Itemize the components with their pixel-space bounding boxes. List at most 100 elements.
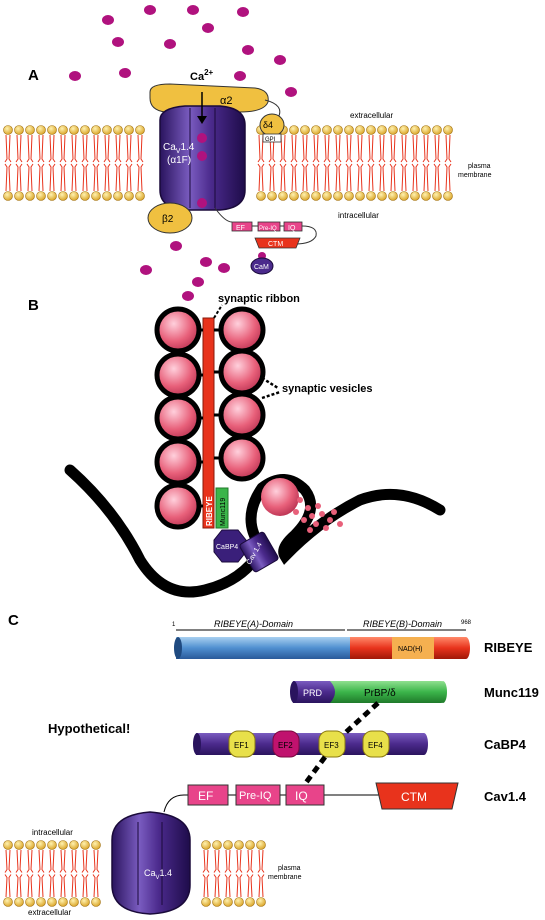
panel-a-label: A [28,67,39,84]
lipid-tail [202,849,206,873]
lipid-tail [129,163,133,192]
lipid-tail [422,134,426,163]
panel-c-label: C [8,612,19,629]
lipid-tail [125,134,129,163]
lipid-tail [15,163,19,192]
plasma-membrane-a [3,125,453,201]
lipid-tail [261,849,265,873]
calcium-dot [218,263,230,273]
lipid-head [58,840,68,850]
lipid-tail [235,874,239,898]
calcium-dot [242,45,254,55]
ctm-label-c: CTM [401,790,427,804]
ef3-label: EF3 [324,741,339,750]
alpha2-subunit [149,83,269,113]
lipid-head [25,840,35,850]
lipid-head [322,125,332,135]
lipid-tail [85,134,89,163]
lipid-tail [30,134,34,163]
lipid-tail [118,134,122,163]
lipid-head [377,125,387,135]
iq-label-c: IQ [295,789,308,803]
lipid-head [47,191,57,201]
fusing-vesicle [261,478,299,516]
lipid-tail [404,163,408,192]
lipid-tail [411,163,415,192]
domain-a-label: RIBEYE(A)-Domain [214,619,293,629]
lipid-head [14,897,24,907]
lipid-tail [30,874,34,898]
lipid-head [212,897,222,907]
lipid-tail [235,849,239,873]
lipid-tail [250,874,254,898]
lipid-tail [140,134,144,163]
calcium-dot [170,241,182,251]
vesicle [218,348,266,396]
vesicle [218,391,266,439]
cam-protein [250,257,274,275]
lipid-head [124,191,134,201]
lipid-tail [74,874,78,898]
ef-label-a: EF [236,225,245,232]
synaptic-vesicles-label: synaptic vesicles [282,383,373,395]
lipid-head [135,125,145,135]
lipid-tail [70,849,74,873]
lipid-head [80,897,90,907]
lipid-tail [8,849,12,873]
lipid-tail [70,134,74,163]
lipid-tail [206,849,210,873]
lipid-head [135,191,145,201]
cabp4-label-c: CaBP4 [484,737,527,752]
nadh-domain [392,637,434,659]
lipid-tail [415,163,419,192]
lipid-head [256,840,266,850]
lipid-head [91,125,101,135]
lipid-tail [8,874,12,898]
lipid-tail [433,134,437,163]
lipid-tail [96,134,100,163]
lipid-tail [30,163,34,192]
lipid-tail [74,163,78,192]
lipid-tail [206,874,210,898]
lipid-tail [4,874,8,898]
lipid-tail [316,134,320,163]
lipid-tail [41,849,45,873]
prbp-label: PrBP/δ [364,688,396,699]
lipid-tail [426,163,430,192]
lipid-tail [52,849,56,873]
hypothetical-label: Hypothetical! [48,721,130,736]
lipid-tail [48,134,52,163]
lipid-head [443,191,453,201]
lipid-tail [404,134,408,163]
calcium-dot [140,265,152,275]
lipid-tail [305,134,309,163]
ef2-domain [272,730,300,758]
lipid-tail [338,163,342,192]
lipid-tail [59,874,63,898]
channel-label-a: CaV1.4 [163,142,195,155]
membrane-label-c: membrane [268,874,302,881]
lipid-tail [360,163,364,192]
lipid-tail [96,874,100,898]
lipid-head [47,840,57,850]
lipid-tail [312,163,316,192]
lipid-tail [114,134,118,163]
lipid-tail [37,874,41,898]
lipid-tail [114,163,118,192]
synaptic-ribbon [202,317,215,529]
lipid-head [102,125,112,135]
lipid-head [355,125,365,135]
lipid-head [69,897,79,907]
lipid-tail [290,163,294,192]
lipid-head [102,191,112,201]
lipid-tail [8,163,12,192]
transmitter-dot [297,497,303,503]
lipid-tail [283,163,287,192]
transmitter-dot [319,511,325,517]
calcium-dot [237,7,249,17]
lipid-tail [103,134,107,163]
cabp4-bar-end [420,733,428,755]
lipid-tail [389,163,393,192]
lipid-tail [228,874,232,898]
munc119-label-c: Munc119 [484,685,539,700]
